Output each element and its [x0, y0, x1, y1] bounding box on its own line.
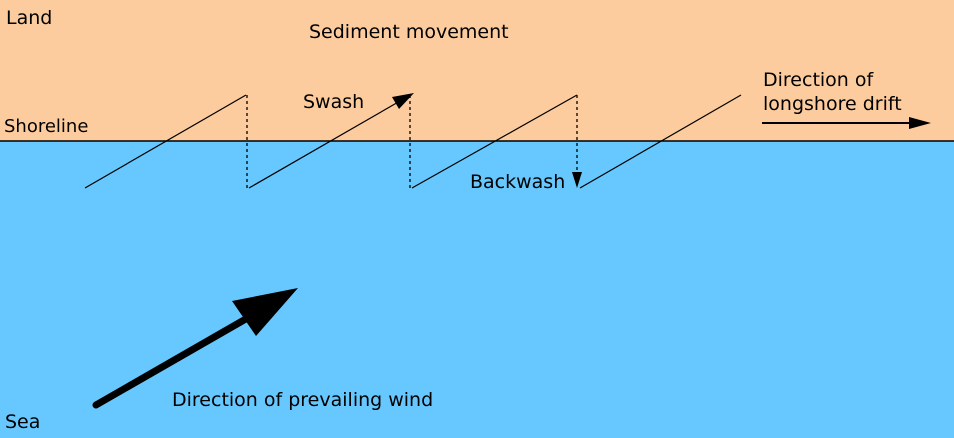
sea-label: Sea [5, 411, 41, 433]
shoreline-label: Shoreline [4, 116, 89, 137]
swash-line-4 [579, 94, 742, 189]
backwash-arrowhead [572, 172, 582, 188]
backwash-label: Backwash [470, 171, 566, 193]
swash-arrowhead [392, 93, 414, 109]
sea-area [0, 141, 954, 438]
longshore-drift-label: Direction of longshore drift [763, 68, 902, 116]
sediment-movement-label: Sediment movement [309, 21, 509, 43]
swash-label: Swash [303, 91, 365, 113]
wind-arrow-shaft [92, 308, 262, 409]
swash-line-1 [84, 94, 247, 189]
land-area [0, 0, 954, 141]
longshore-drift-label-line-2: longshore drift [763, 93, 902, 115]
swash-line-3 [411, 94, 578, 189]
land-label: Land [6, 7, 53, 29]
swash-line-2 [248, 96, 408, 189]
longshore-drift-arrowhead [909, 117, 931, 129]
longshore-drift-label-line-1: Direction of [763, 69, 874, 91]
prevailing-wind-label: Direction of prevailing wind [172, 389, 434, 411]
wind-arrowhead [232, 288, 298, 336]
